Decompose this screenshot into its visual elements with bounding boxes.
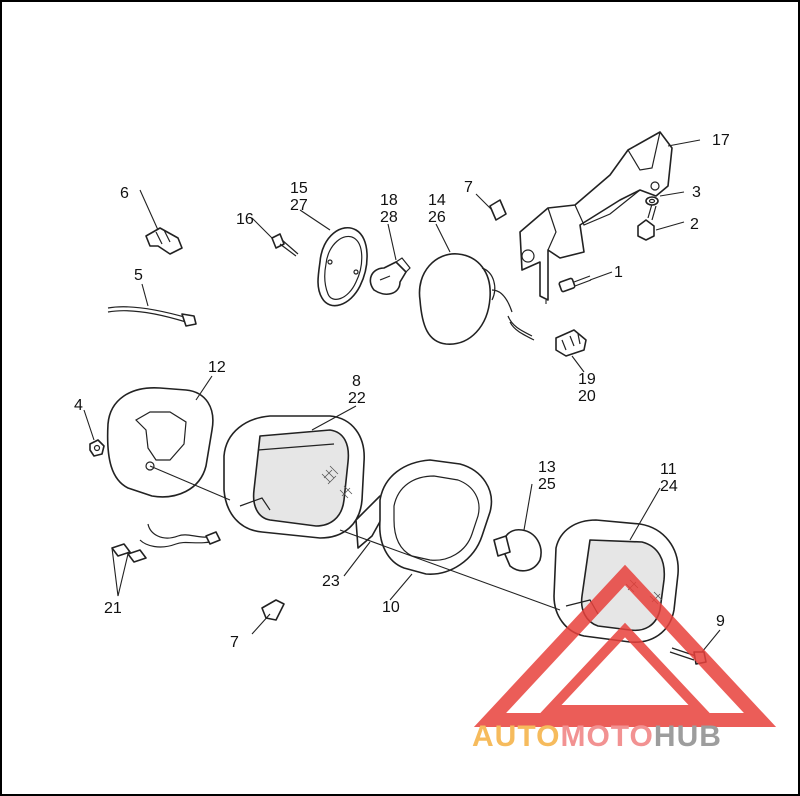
callout-9: 9 xyxy=(716,613,725,630)
callout-22: 22 xyxy=(348,390,366,407)
callout-5: 5 xyxy=(134,267,143,284)
watermark-triangle-inner xyxy=(538,622,712,715)
watermark-hub: HUB xyxy=(654,720,722,753)
callout-10: 10 xyxy=(382,599,400,616)
part-21-leads xyxy=(111,523,221,563)
callout-labels: 17 3 2 1 6 5 16 15 27 18 28 14 26 7 19 2… xyxy=(74,132,730,651)
part-4-nut xyxy=(89,439,105,457)
callout-23: 23 xyxy=(322,573,340,590)
part-6-clamp xyxy=(145,227,183,255)
part-5-strap xyxy=(107,306,197,327)
part-7-clip-top xyxy=(489,199,507,221)
watermark-moto: MOTO xyxy=(560,720,653,753)
callout-11: 11 xyxy=(660,461,677,478)
part-18-bulb xyxy=(369,257,411,295)
part-3-washer xyxy=(645,196,659,206)
callout-26: 26 xyxy=(428,209,446,226)
part-3-washer-hole xyxy=(648,198,656,204)
callout-15: 15 xyxy=(290,180,308,197)
part-15-trim-ring xyxy=(317,227,368,307)
callout-2: 2 xyxy=(690,216,699,233)
watermark-logo: AUTOMOTOHUB xyxy=(472,564,777,753)
part-2-bolt xyxy=(637,203,657,241)
svg-text:AUTOMOTOHUB: AUTOMOTOHUB xyxy=(472,720,722,753)
part-7-clip-bottom xyxy=(261,599,285,621)
callout-25: 25 xyxy=(538,476,556,493)
watermark-triangle-outer xyxy=(473,564,777,727)
callout-3: 3 xyxy=(692,184,701,201)
part-8-housing xyxy=(223,415,365,539)
callout-4: 4 xyxy=(74,397,83,414)
callout-20: 20 xyxy=(578,388,596,405)
callout-14: 14 xyxy=(428,192,446,209)
part-10-lens-gasket xyxy=(379,459,493,575)
leader-lines xyxy=(83,139,721,653)
watermark-auto: AUTO xyxy=(472,720,560,753)
callout-21: 21 xyxy=(104,600,122,617)
callout-8: 8 xyxy=(352,373,361,390)
callout-7-bottom: 7 xyxy=(230,634,239,651)
part-14-lens xyxy=(418,253,513,345)
part-19-connector xyxy=(507,315,587,357)
callout-7-top: 7 xyxy=(464,179,473,196)
part-16-screw xyxy=(271,233,299,257)
callout-1: 1 xyxy=(614,264,623,281)
callout-17: 17 xyxy=(712,132,730,149)
callout-24: 24 xyxy=(660,478,678,495)
callout-19: 19 xyxy=(578,371,596,388)
callout-12: 12 xyxy=(208,359,226,376)
part-13-bulb xyxy=(493,529,542,572)
callout-18: 18 xyxy=(380,192,398,209)
callout-27: 27 xyxy=(290,197,308,214)
part-17-bracket xyxy=(519,131,673,301)
callout-13: 13 xyxy=(538,459,556,476)
callout-16: 16 xyxy=(236,211,254,228)
part-12-gasket xyxy=(106,387,214,498)
callout-6: 6 xyxy=(120,185,129,202)
callout-28: 28 xyxy=(380,209,398,226)
part-1-screw xyxy=(558,275,592,293)
